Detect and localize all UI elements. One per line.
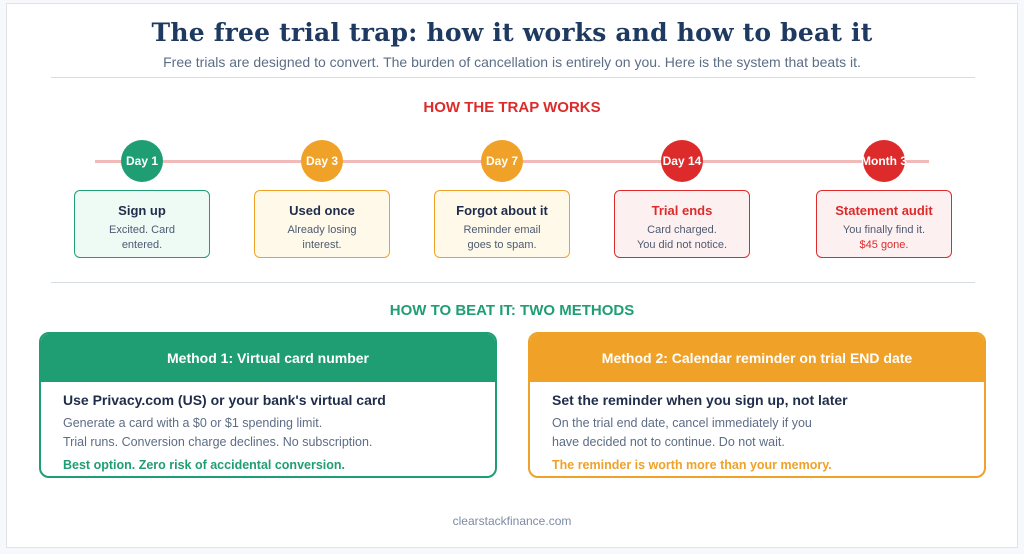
method-card-calendar-reminder: Method 2: Calendar reminder on trial END…	[528, 332, 986, 478]
method-header: Method 2: Calendar reminder on trial END…	[530, 334, 984, 382]
step-card: Sign up Excited. Card entered.	[74, 190, 210, 258]
beat-section-heading: HOW TO BEAT IT: TWO METHODS	[389, 302, 635, 319]
timeline-marker: Day 7	[481, 140, 523, 182]
step-line: Card charged.	[647, 224, 717, 236]
method-line: On the trial end date, cancel immediatel…	[552, 416, 812, 430]
method-content: Set the reminder when you sign up, not l…	[530, 382, 984, 476]
divider	[51, 282, 975, 283]
step-title: Forgot about it	[456, 203, 548, 218]
step-card: Used once Already losing interest.	[254, 190, 390, 258]
infographic: The free trial trap: how it works and ho…	[6, 3, 1018, 548]
step-line: goes to spam.	[467, 239, 537, 251]
step-title: Sign up	[118, 203, 166, 218]
step-description: You finally find it. $45 gone.	[817, 223, 951, 253]
method-line: Trial runs. Conversion charge declines. …	[63, 435, 373, 449]
step-description: Card charged. You did not notice.	[615, 223, 749, 253]
step-description: Excited. Card entered.	[75, 223, 209, 253]
divider	[51, 77, 975, 78]
step-title: Statement audit	[835, 203, 933, 218]
footer-site: clearstackfinance.com	[452, 514, 572, 528]
step-card: Trial ends Card charged. You did not not…	[614, 190, 750, 258]
step-card: Statement audit You finally find it. $45…	[816, 190, 952, 258]
method-lead: Use Privacy.com (US) or your bank's virt…	[63, 392, 386, 408]
page-subtitle: Free trials are designed to convert. The…	[163, 54, 861, 70]
method-takeaway: The reminder is worth more than your mem…	[552, 458, 832, 472]
timeline-marker: Day 14	[661, 140, 703, 182]
step-line: You did not notice.	[636, 239, 728, 251]
step-title: Trial ends	[651, 203, 713, 218]
step-line: You finally find it.	[842, 224, 926, 236]
step-line: Reminder email	[463, 224, 541, 236]
page-title: The free trial trap: how it works and ho…	[151, 18, 873, 47]
timeline-marker: Month 3	[861, 140, 907, 182]
method-content: Use Privacy.com (US) or your bank's virt…	[41, 382, 495, 476]
method-lead: Set the reminder when you sign up, not l…	[552, 392, 848, 408]
method-takeaway: Best option. Zero risk of accidental con…	[63, 458, 346, 472]
method-card-virtual-card: Method 1: Virtual card number Use Privac…	[39, 332, 497, 478]
method-line: Generate a card with a $0 or $1 spending…	[63, 416, 323, 430]
trap-section-heading: HOW THE TRAP WORKS	[423, 99, 601, 116]
step-line: Excited. Card	[108, 224, 176, 236]
step-line: Already losing	[287, 224, 357, 236]
step-line: interest.	[302, 239, 342, 251]
step-description: Reminder email goes to spam.	[435, 223, 569, 253]
step-description: Already losing interest.	[255, 223, 389, 253]
step-title: Used once	[289, 203, 355, 218]
timeline-marker: Day 1	[121, 140, 163, 182]
timeline-marker: Day 3	[301, 140, 343, 182]
step-card: Forgot about it Reminder email goes to s…	[434, 190, 570, 258]
method-header: Method 1: Virtual card number	[41, 334, 495, 382]
step-accent: $45 gone.	[859, 239, 909, 251]
method-line: have decided not to continue. Do not wai…	[552, 435, 785, 449]
step-line: entered.	[121, 239, 163, 251]
